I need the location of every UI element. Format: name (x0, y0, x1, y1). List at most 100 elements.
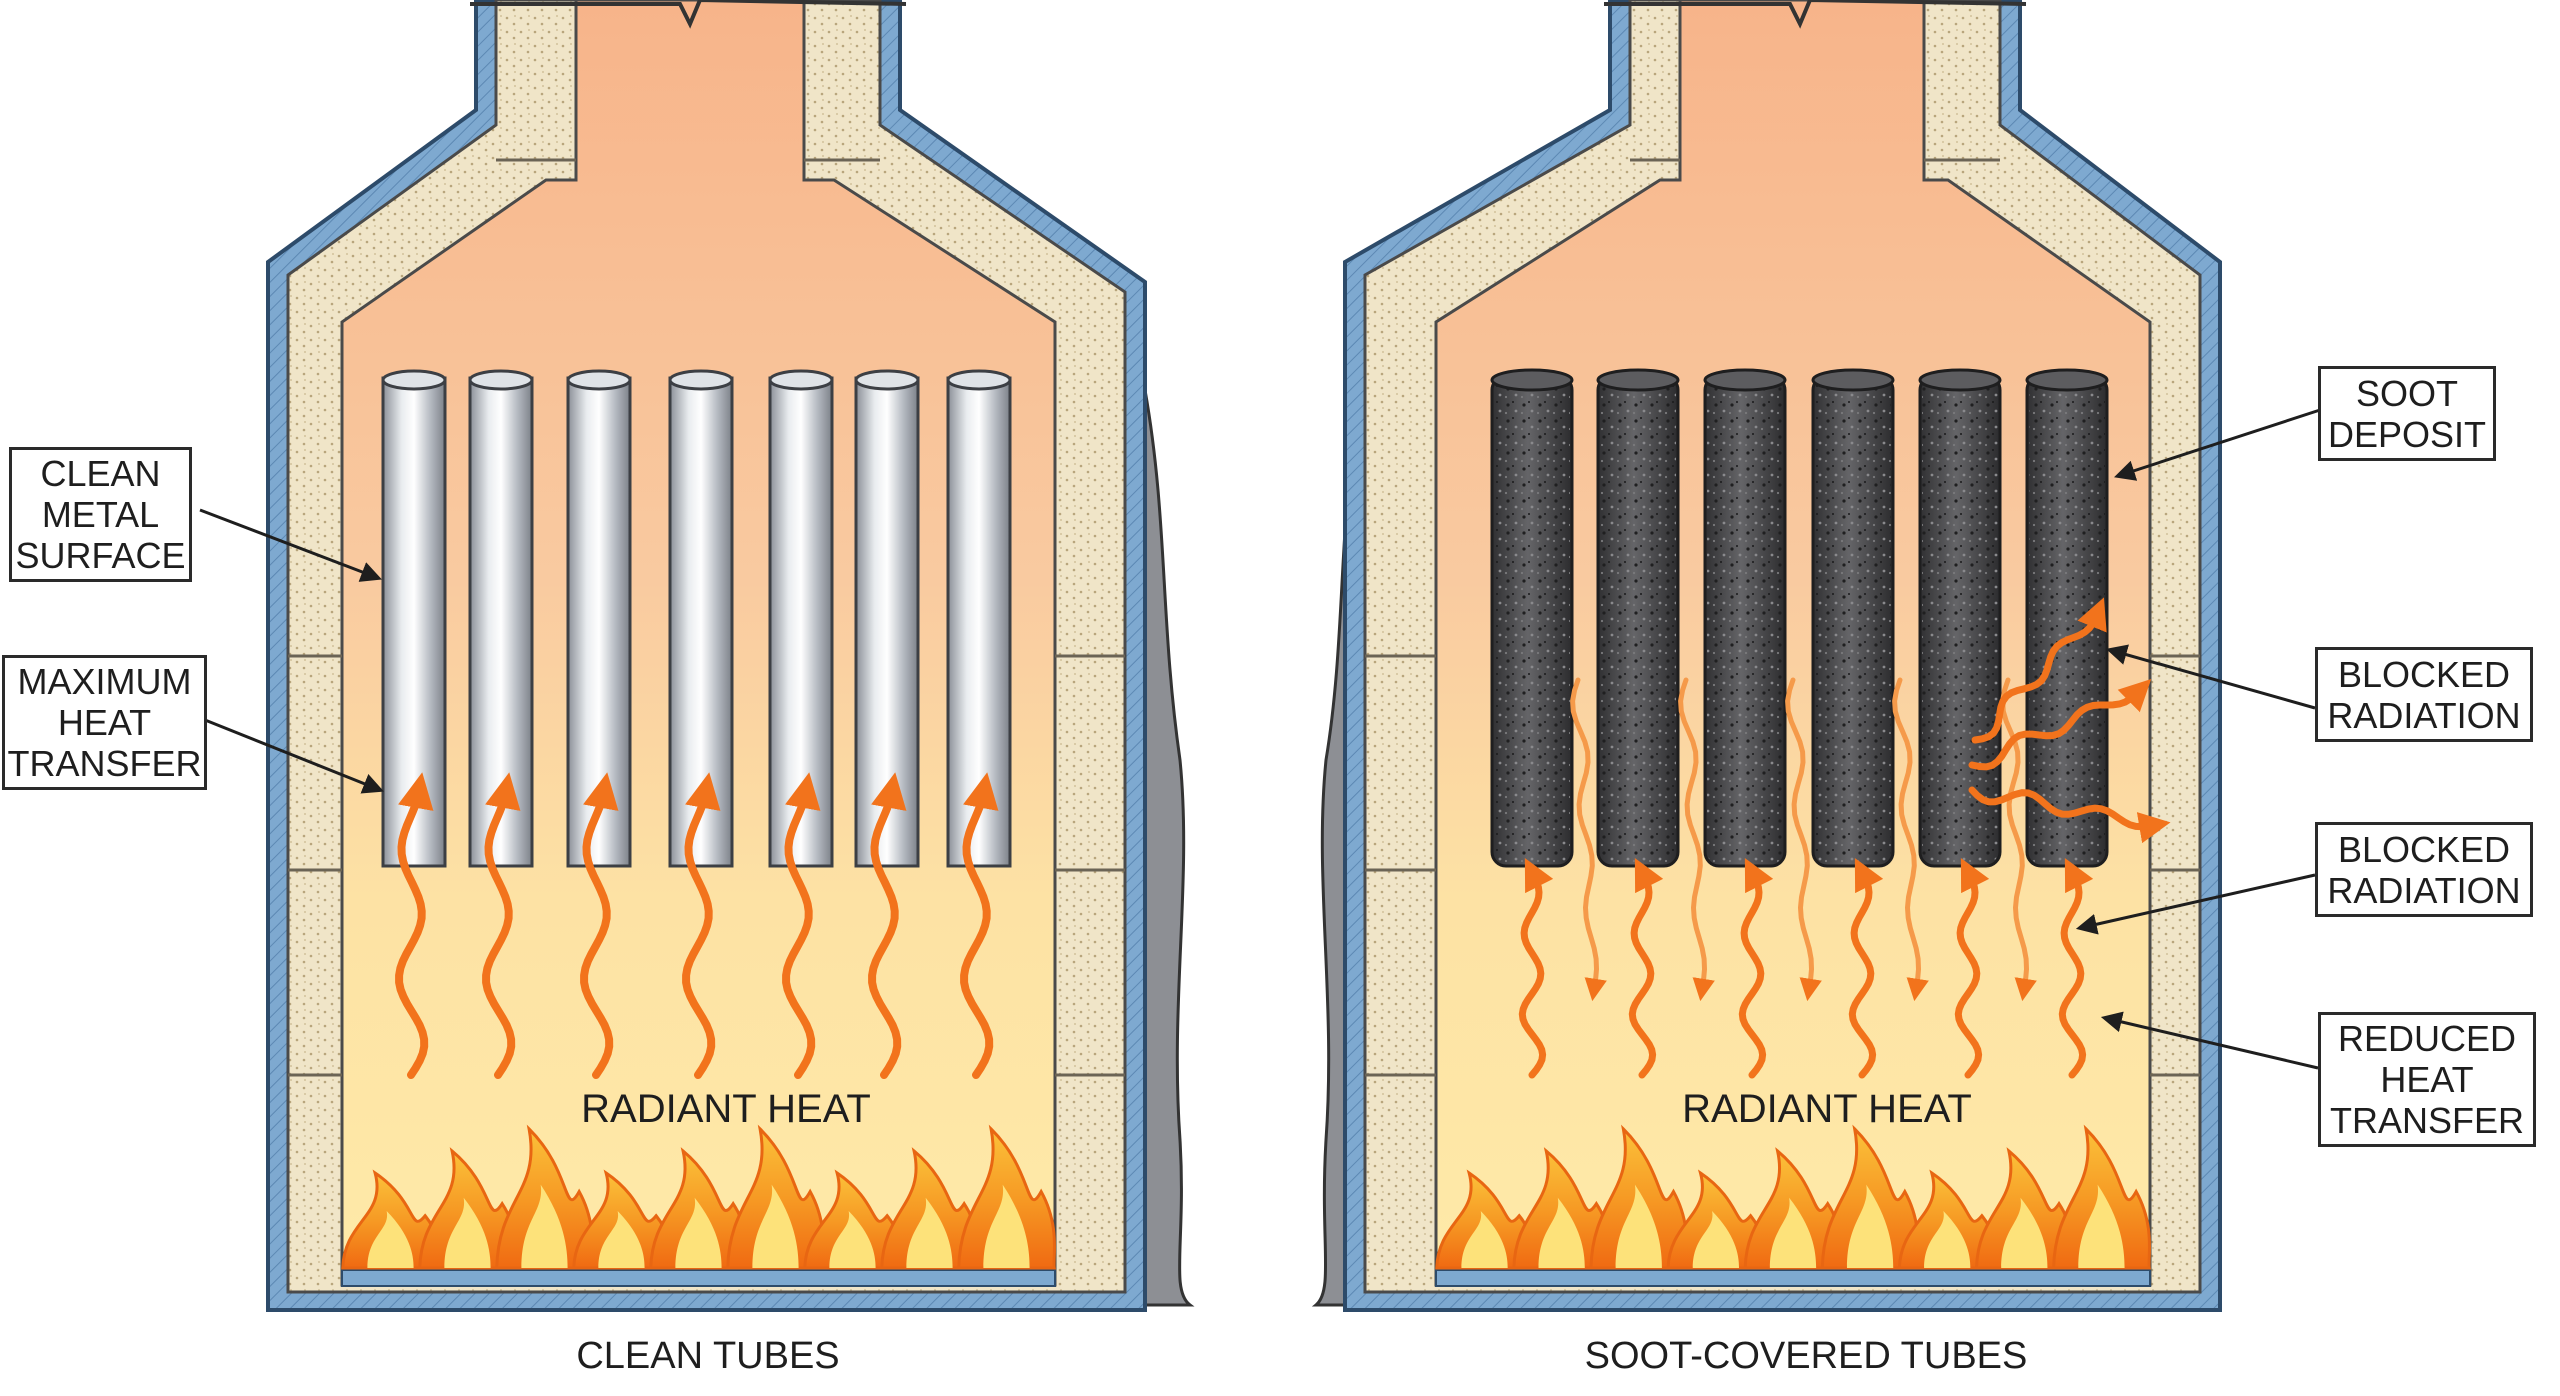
clean-tube (566, 376, 632, 868)
leader-blocked-radiation-2 (2075, 873, 2316, 935)
callout-line: TRANSFER (2330, 1100, 2525, 1141)
radiant-heat-arrow (1738, 857, 1774, 1079)
tube-end (854, 369, 920, 391)
callout-line: RADIATION (2327, 694, 2521, 736)
tube-end (1918, 368, 2002, 392)
blocked-radiation-arrow (1968, 678, 2152, 771)
callout-blocked-radiation-lower: BLOCKED RADIATION (2315, 822, 2533, 917)
clean-tube (381, 376, 447, 868)
soot-texture (1600, 378, 1676, 864)
callout-blocked-radiation-upper: BLOCKED RADIATION (2315, 647, 2533, 742)
radiant-heat-arrow (1628, 857, 1664, 1079)
leader-blocked-radiation-1 (2105, 644, 2316, 710)
callout-line: HEAT (2380, 1059, 2474, 1100)
right-furnace (1311, 0, 2222, 1312)
flame-core (1924, 1211, 1971, 1268)
soot-texture (1922, 378, 1998, 864)
callout-line: DEPOSIT (2327, 413, 2487, 455)
radiant-heat-arrow (960, 772, 999, 1079)
burner-flames-left (341, 1124, 1057, 1270)
flame-core (1846, 1184, 1894, 1268)
callout-reduced-heat-transfer: REDUCED HEAT TRANSFER (2318, 1012, 2536, 1147)
radiant-heat-arrow (782, 772, 821, 1079)
callout-line: HEAT (57, 702, 152, 743)
leader-reduced-heat (2100, 1011, 2319, 1070)
callout-line: TRANSFER (7, 743, 202, 784)
radiant-heat-arrow (2058, 857, 2094, 1079)
radiant-heat-arrow (1518, 857, 1554, 1079)
radiant-heat-arrow (682, 772, 721, 1079)
flame-core (752, 1184, 799, 1268)
callout-line: SOOT (2355, 372, 2458, 414)
flame-core (2001, 1197, 2048, 1268)
tube-end (768, 369, 834, 391)
radiant-heat-label-left: RADIANT HEAT (581, 1087, 871, 1131)
callout-line: CLEAN (40, 453, 161, 494)
leader-soot-deposit (2114, 408, 2321, 481)
flame-core (1692, 1211, 1740, 1268)
blocked-radiation-arrow (1968, 786, 2171, 844)
flame-core (829, 1211, 876, 1268)
tube-end (1703, 368, 1787, 392)
tube-end (2025, 368, 2109, 392)
flame-core (983, 1184, 1030, 1268)
flame-core (598, 1211, 645, 1268)
clean-tube (768, 376, 834, 868)
radiant-heat-arrow (1954, 857, 1990, 1079)
left-furnace (266, 0, 1195, 1312)
flame-core (444, 1197, 491, 1268)
tube-end (468, 369, 534, 391)
tube-end (1490, 368, 1574, 392)
flame-core (367, 1211, 414, 1268)
radiant-heat-arrow (580, 772, 619, 1079)
reflected-radiation-arrow (1785, 677, 1822, 1002)
clean-tube-bank (381, 369, 1012, 868)
radiant-heat-arrow (482, 772, 521, 1079)
callout-line: MAXIMUM (17, 661, 192, 702)
blocked-radiation-arrow (1971, 597, 2107, 744)
reflected-radiation-arrow (2000, 677, 2037, 1002)
callout-soot-deposit: SOOT DEPOSIT (2318, 366, 2496, 461)
clean-tube (668, 376, 734, 868)
callout-line: METAL (41, 494, 160, 535)
tube-end (1596, 368, 1680, 392)
callout-line: SURFACE (15, 535, 186, 576)
outer-casing (1143, 389, 1195, 1307)
caption-clean-tubes: CLEAN TUBES (576, 1335, 840, 1377)
leader-lines (199, 408, 2321, 1070)
callout-line: BLOCKED (2337, 828, 2511, 870)
reflected-radiation-arrow (1892, 677, 1929, 1002)
flame-core (675, 1197, 722, 1268)
flame-core (2078, 1184, 2125, 1268)
reflected-radiation-arrow (1678, 677, 1715, 1002)
soot-texture (1707, 378, 1783, 864)
radiant-heat-arrows-left (395, 772, 999, 1079)
leader-max-heat (204, 718, 384, 794)
caption-soot-covered-tubes: SOOT-COVERED TUBES (1584, 1335, 2028, 1377)
tube-end (946, 369, 1012, 391)
clean-tube (468, 376, 534, 868)
callout-line: BLOCKED (2337, 653, 2511, 695)
reflected-radiation-arrow (1570, 677, 1607, 1002)
clean-tube (854, 376, 920, 868)
tube-end (668, 369, 734, 391)
soot-texture (1494, 378, 1570, 864)
radiant-heat-arrow (868, 772, 907, 1079)
radiant-heat-arrow (1848, 857, 1884, 1079)
callout-clean-metal-surface: CLEAN METAL SURFACE (9, 447, 192, 582)
flame-core (1615, 1184, 1662, 1268)
tube-end (1811, 368, 1895, 392)
clean-tube (946, 376, 1012, 868)
radiant-heat-arrows-right (1518, 597, 2171, 1079)
flame-core (521, 1184, 568, 1268)
flame-core (1461, 1211, 1508, 1268)
callout-line: REDUCED (2337, 1018, 2516, 1059)
leader-clean-surface (199, 508, 382, 582)
tube-end (566, 369, 632, 391)
radiant-heat-arrow (395, 772, 434, 1079)
tube-end (381, 369, 447, 391)
soot-texture (1815, 378, 1891, 864)
burner-flames-right (1435, 1124, 2152, 1270)
flame-core (906, 1197, 953, 1268)
